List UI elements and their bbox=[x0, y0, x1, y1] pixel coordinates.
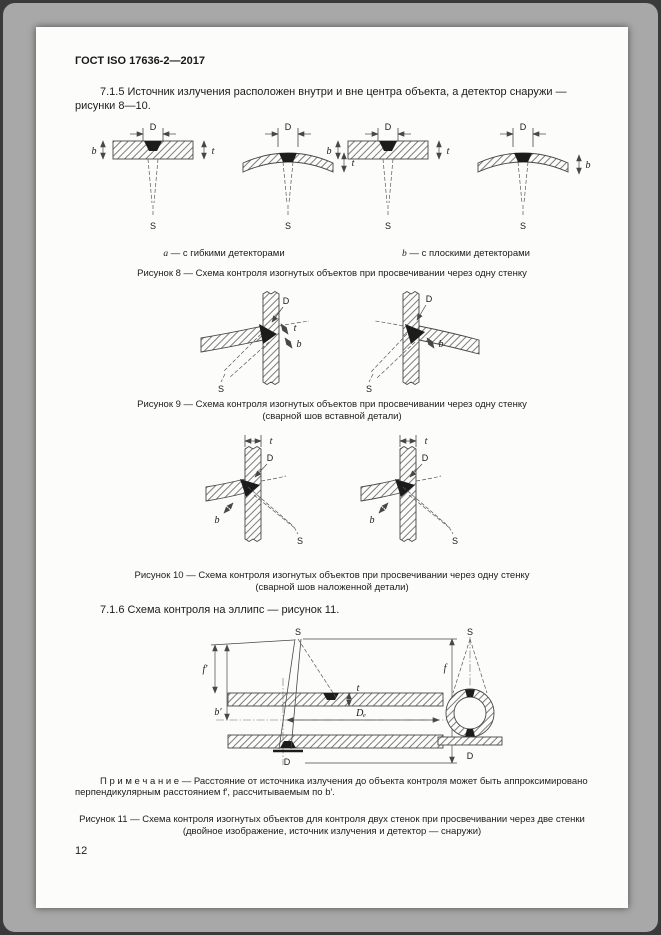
paragraph-7-1-6: 7.1.6 Схема контроля на эллипс — рисунок… bbox=[100, 604, 340, 616]
dim-b-prime-label: b′ bbox=[214, 707, 222, 718]
source-label: S bbox=[150, 221, 156, 231]
figure8-caption: Рисунок 8 — Схема контроля изогнутых объ… bbox=[137, 268, 527, 279]
detector-label: D bbox=[284, 757, 291, 767]
dim-t-label: t bbox=[212, 146, 215, 157]
figure11-caption: Рисунок 11 — Схема контроля изогнутых об… bbox=[36, 814, 628, 838]
detector-label: D bbox=[267, 453, 274, 463]
detector-label: D bbox=[426, 294, 433, 304]
note-text: — Расстояние от источника излучения до о… bbox=[75, 776, 588, 798]
figure11-note: П р и м е ч а н и е — Расстояние от исто… bbox=[75, 776, 593, 798]
detector-label: D bbox=[283, 296, 290, 306]
dim-t-label: t bbox=[270, 436, 273, 447]
paragraph-7-1-5: 7.1.5 Источник излучения расположен внут… bbox=[75, 86, 567, 112]
subcaption-text: — с гибкими детекторами bbox=[168, 248, 285, 259]
figure10-diagram-1: t D b S bbox=[205, 435, 303, 546]
dim-f-prime-label: f′ bbox=[203, 664, 209, 675]
source-label: S bbox=[295, 627, 301, 637]
figure9-diagram-2: D b S bbox=[366, 290, 480, 394]
dim-t-label: t bbox=[425, 436, 428, 447]
figure8-diagram-4: D b S bbox=[477, 122, 591, 231]
figure11-pipe-section: f′ b′ S D t Dₑ bbox=[203, 627, 457, 767]
figure11-caption-line1: Рисунок 11 — Схема контроля изогнутых об… bbox=[79, 814, 585, 825]
figure8-subcaption-a: a — с гибкими детекторами bbox=[163, 248, 284, 259]
document-header: ГОСТ ISO 17636-2—2017 bbox=[75, 55, 205, 67]
document-page: ГОСТ ISO 17636-2—2017 7.1.5 Источник изл… bbox=[36, 27, 628, 908]
dim-b-label: b bbox=[92, 146, 97, 157]
subcaption-letter: b bbox=[402, 249, 407, 259]
figure8-subcaption-b: b — с плоскими детекторами bbox=[402, 248, 530, 259]
detector-label: D bbox=[520, 122, 527, 132]
figure10-caption-line2: (сварной шов наложенной детали) bbox=[255, 582, 409, 593]
dim-t-label: t bbox=[357, 683, 360, 694]
source-label: S bbox=[467, 627, 473, 637]
figure9-diagram-1: D t b S bbox=[200, 290, 310, 394]
figure9-caption-line2: (сварной шов вставной детали) bbox=[262, 411, 402, 422]
dim-t-label: t bbox=[352, 158, 355, 169]
figure9-caption-line1: Рисунок 9 — Схема контроля изогнутых объ… bbox=[137, 399, 527, 410]
dim-de-label: Dₑ bbox=[355, 708, 366, 719]
page-number: 12 bbox=[75, 845, 88, 857]
detector-label: D bbox=[150, 122, 157, 132]
subcaption-text: — с плоскими детекторами bbox=[406, 248, 530, 259]
source-label: S bbox=[520, 221, 526, 231]
detector-label: D bbox=[467, 751, 474, 761]
source-label: S bbox=[297, 536, 303, 546]
figure8-diagram-1: D b t S bbox=[92, 122, 215, 231]
dim-f-label: f bbox=[444, 663, 448, 674]
subcaption-letter: a bbox=[163, 249, 169, 259]
figure10-diagrams: t D b S t bbox=[205, 435, 458, 546]
figure11-diagram: f′ b′ S D t Dₑ bbox=[203, 627, 503, 767]
dim-b-label: b bbox=[215, 515, 220, 526]
figure10-caption-line1: Рисунок 10 — Схема контроля изогнутых об… bbox=[134, 570, 530, 581]
detector-label: D bbox=[285, 122, 292, 132]
detector-label: D bbox=[422, 453, 429, 463]
source-label: S bbox=[218, 384, 224, 394]
figure10-diagram-2: t D b S bbox=[360, 435, 458, 546]
figure8-diagram-2: D t S bbox=[242, 122, 355, 231]
note-label: П р и м е ч а н и е bbox=[100, 776, 180, 787]
source-label: S bbox=[385, 221, 391, 231]
dim-t-label: t bbox=[294, 323, 297, 334]
dim-t-label: t bbox=[447, 146, 450, 157]
dim-b-label: b bbox=[439, 339, 444, 350]
dim-b-label: b bbox=[327, 146, 332, 157]
figure9-diagrams: D t b S D b bbox=[200, 290, 480, 394]
source-label: S bbox=[366, 384, 372, 394]
figure8-diagram-3: D b t S bbox=[327, 122, 450, 231]
detector-label: D bbox=[385, 122, 392, 132]
dim-b-label: b bbox=[370, 515, 375, 526]
figure9-caption: Рисунок 9 — Схема контроля изогнутых объ… bbox=[36, 399, 628, 423]
dim-b-label: b bbox=[586, 160, 591, 171]
figure8-subcaptions: a — с гибкими детекторами b — с плоскими… bbox=[36, 248, 628, 262]
source-label: S bbox=[285, 221, 291, 231]
figure11-caption-line2: (двойное изображение, источник излучения… bbox=[182, 826, 482, 837]
source-label: S bbox=[452, 536, 458, 546]
dim-b-label: b bbox=[297, 339, 302, 350]
figure10-caption: Рисунок 10 — Схема контроля изогнутых об… bbox=[36, 570, 628, 594]
figure8-diagrams: D b t S D bbox=[92, 122, 591, 231]
figure11-cross-section: S D bbox=[437, 627, 503, 761]
